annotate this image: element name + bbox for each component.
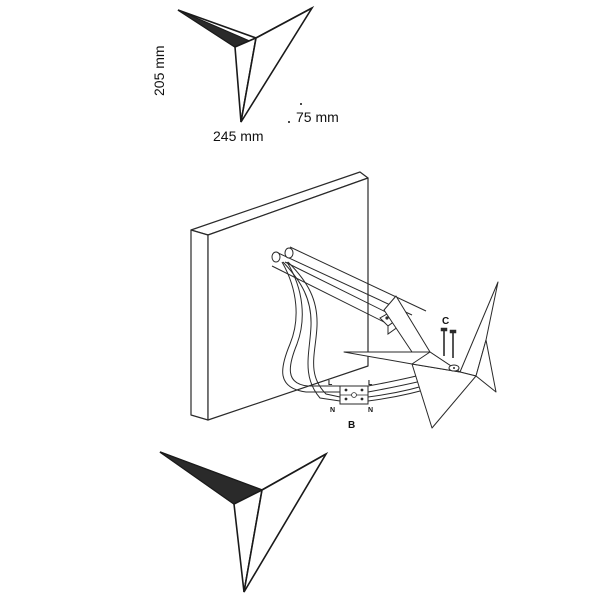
screws bbox=[440, 327, 457, 358]
terminal-l-right: L bbox=[368, 380, 373, 387]
lamp-fin-right bbox=[475, 339, 497, 393]
lamp-assembly bbox=[343, 281, 499, 429]
depth-dimension-label: 75 mm bbox=[296, 109, 339, 125]
lamp-bottom-crease bbox=[243, 489, 263, 593]
lamp-top-crease bbox=[240, 37, 257, 123]
part-label-b: B bbox=[348, 420, 355, 431]
terminal-n-right: N bbox=[368, 407, 373, 414]
width-dimension-label: 245 mm bbox=[213, 128, 264, 144]
lamp-face-lower bbox=[411, 363, 477, 429]
wall-hole-left bbox=[271, 251, 281, 263]
wall-block bbox=[190, 171, 369, 421]
power-cable bbox=[281, 261, 341, 402]
lamp-face-inner bbox=[411, 351, 461, 373]
terminal-l-left: L bbox=[328, 380, 333, 387]
lamp-mount-center bbox=[453, 367, 455, 369]
lamp-bottom-shadow-face bbox=[159, 451, 264, 505]
height-dimension-label: 205 mm bbox=[151, 45, 167, 96]
terminal-block bbox=[339, 385, 369, 405]
lamp-top-shadow-face bbox=[177, 9, 257, 48]
terminal-n-left: N bbox=[330, 407, 335, 414]
product-bottom-view bbox=[159, 451, 329, 593]
wall-hole-right bbox=[284, 247, 294, 259]
part-label-c: C bbox=[442, 316, 449, 327]
depth-dot-bottom bbox=[288, 121, 290, 123]
wall-side-face bbox=[190, 229, 209, 421]
lamp-wing-right bbox=[459, 281, 499, 377]
product-top-view bbox=[177, 5, 315, 123]
depth-dot-top bbox=[300, 103, 302, 105]
wall-front-face bbox=[207, 177, 369, 421]
